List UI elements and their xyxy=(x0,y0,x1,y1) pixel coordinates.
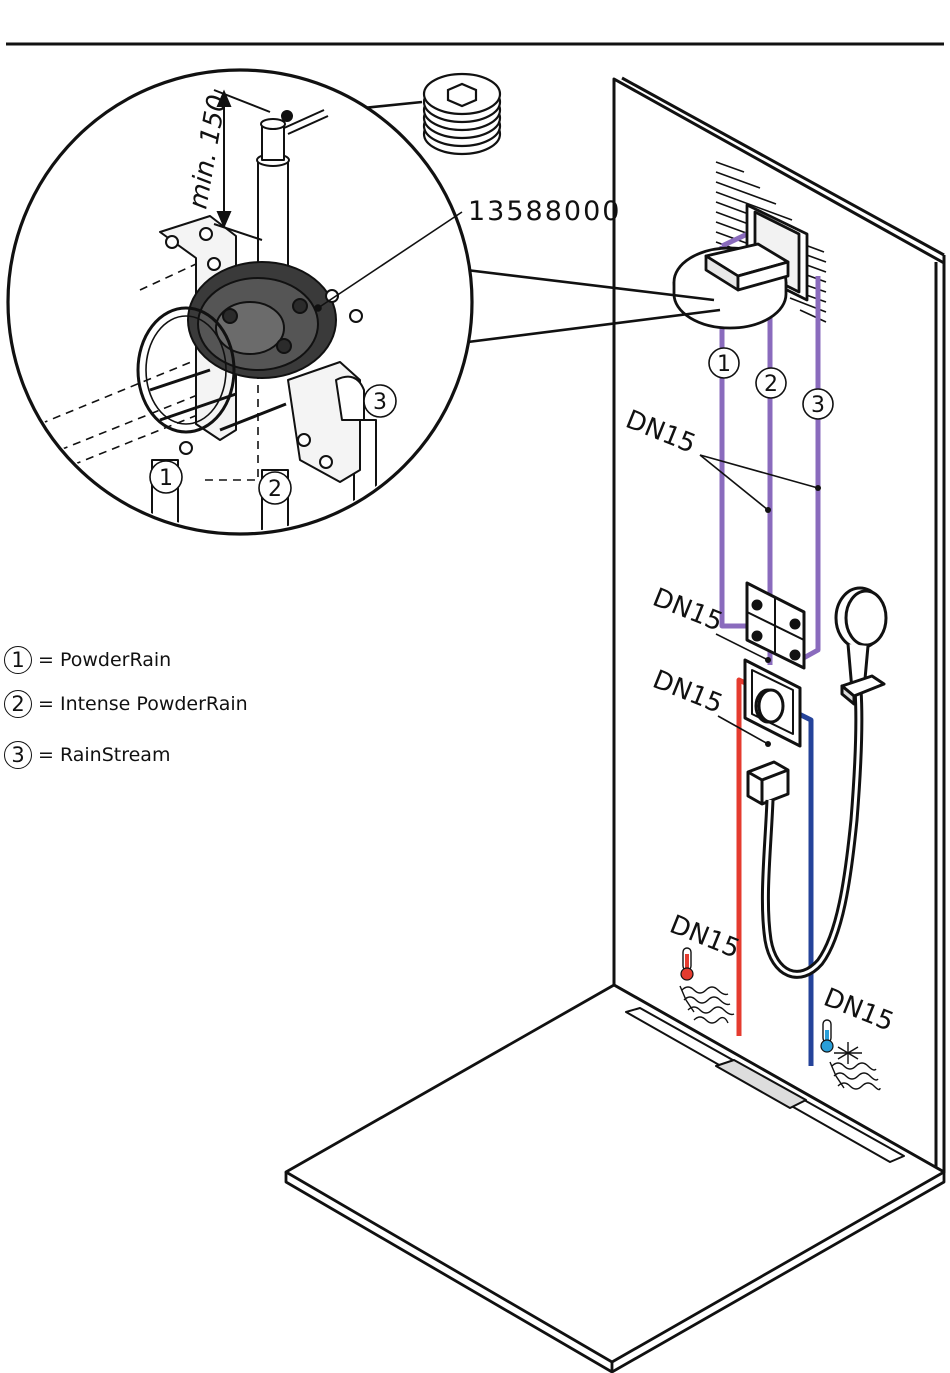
detail-magnifier: min. 150 xyxy=(8,70,472,540)
detail-callout-1: 1 xyxy=(159,466,173,491)
legend-text: = RainStream xyxy=(38,744,170,766)
legend-item-intense-powderrain: 2 = Intense PowderRain xyxy=(4,690,248,718)
wall-callout-2: 2 xyxy=(764,372,778,397)
legend-number: 2 xyxy=(4,690,32,718)
thermometer-hot-icon xyxy=(681,948,693,980)
legend-number: 3 xyxy=(4,741,32,769)
thermometer-cold-icon xyxy=(821,1020,833,1052)
legend-text: = PowderRain xyxy=(38,649,171,671)
legend-text: = Intense PowderRain xyxy=(38,693,248,715)
legend-number: 1 xyxy=(4,646,32,674)
legend-item-rainstream: 3 = RainStream xyxy=(4,741,170,769)
legend-item-powderrain: 1 = PowderRain xyxy=(4,646,171,674)
wall-callout-1: 1 xyxy=(717,352,731,377)
detail-callout-2: 2 xyxy=(268,477,282,502)
wall-callout-3: 3 xyxy=(811,393,825,418)
threaded-plug-icon xyxy=(424,74,500,154)
part-number: 13588000 xyxy=(468,196,621,227)
detail-callout-3: 3 xyxy=(373,390,387,415)
